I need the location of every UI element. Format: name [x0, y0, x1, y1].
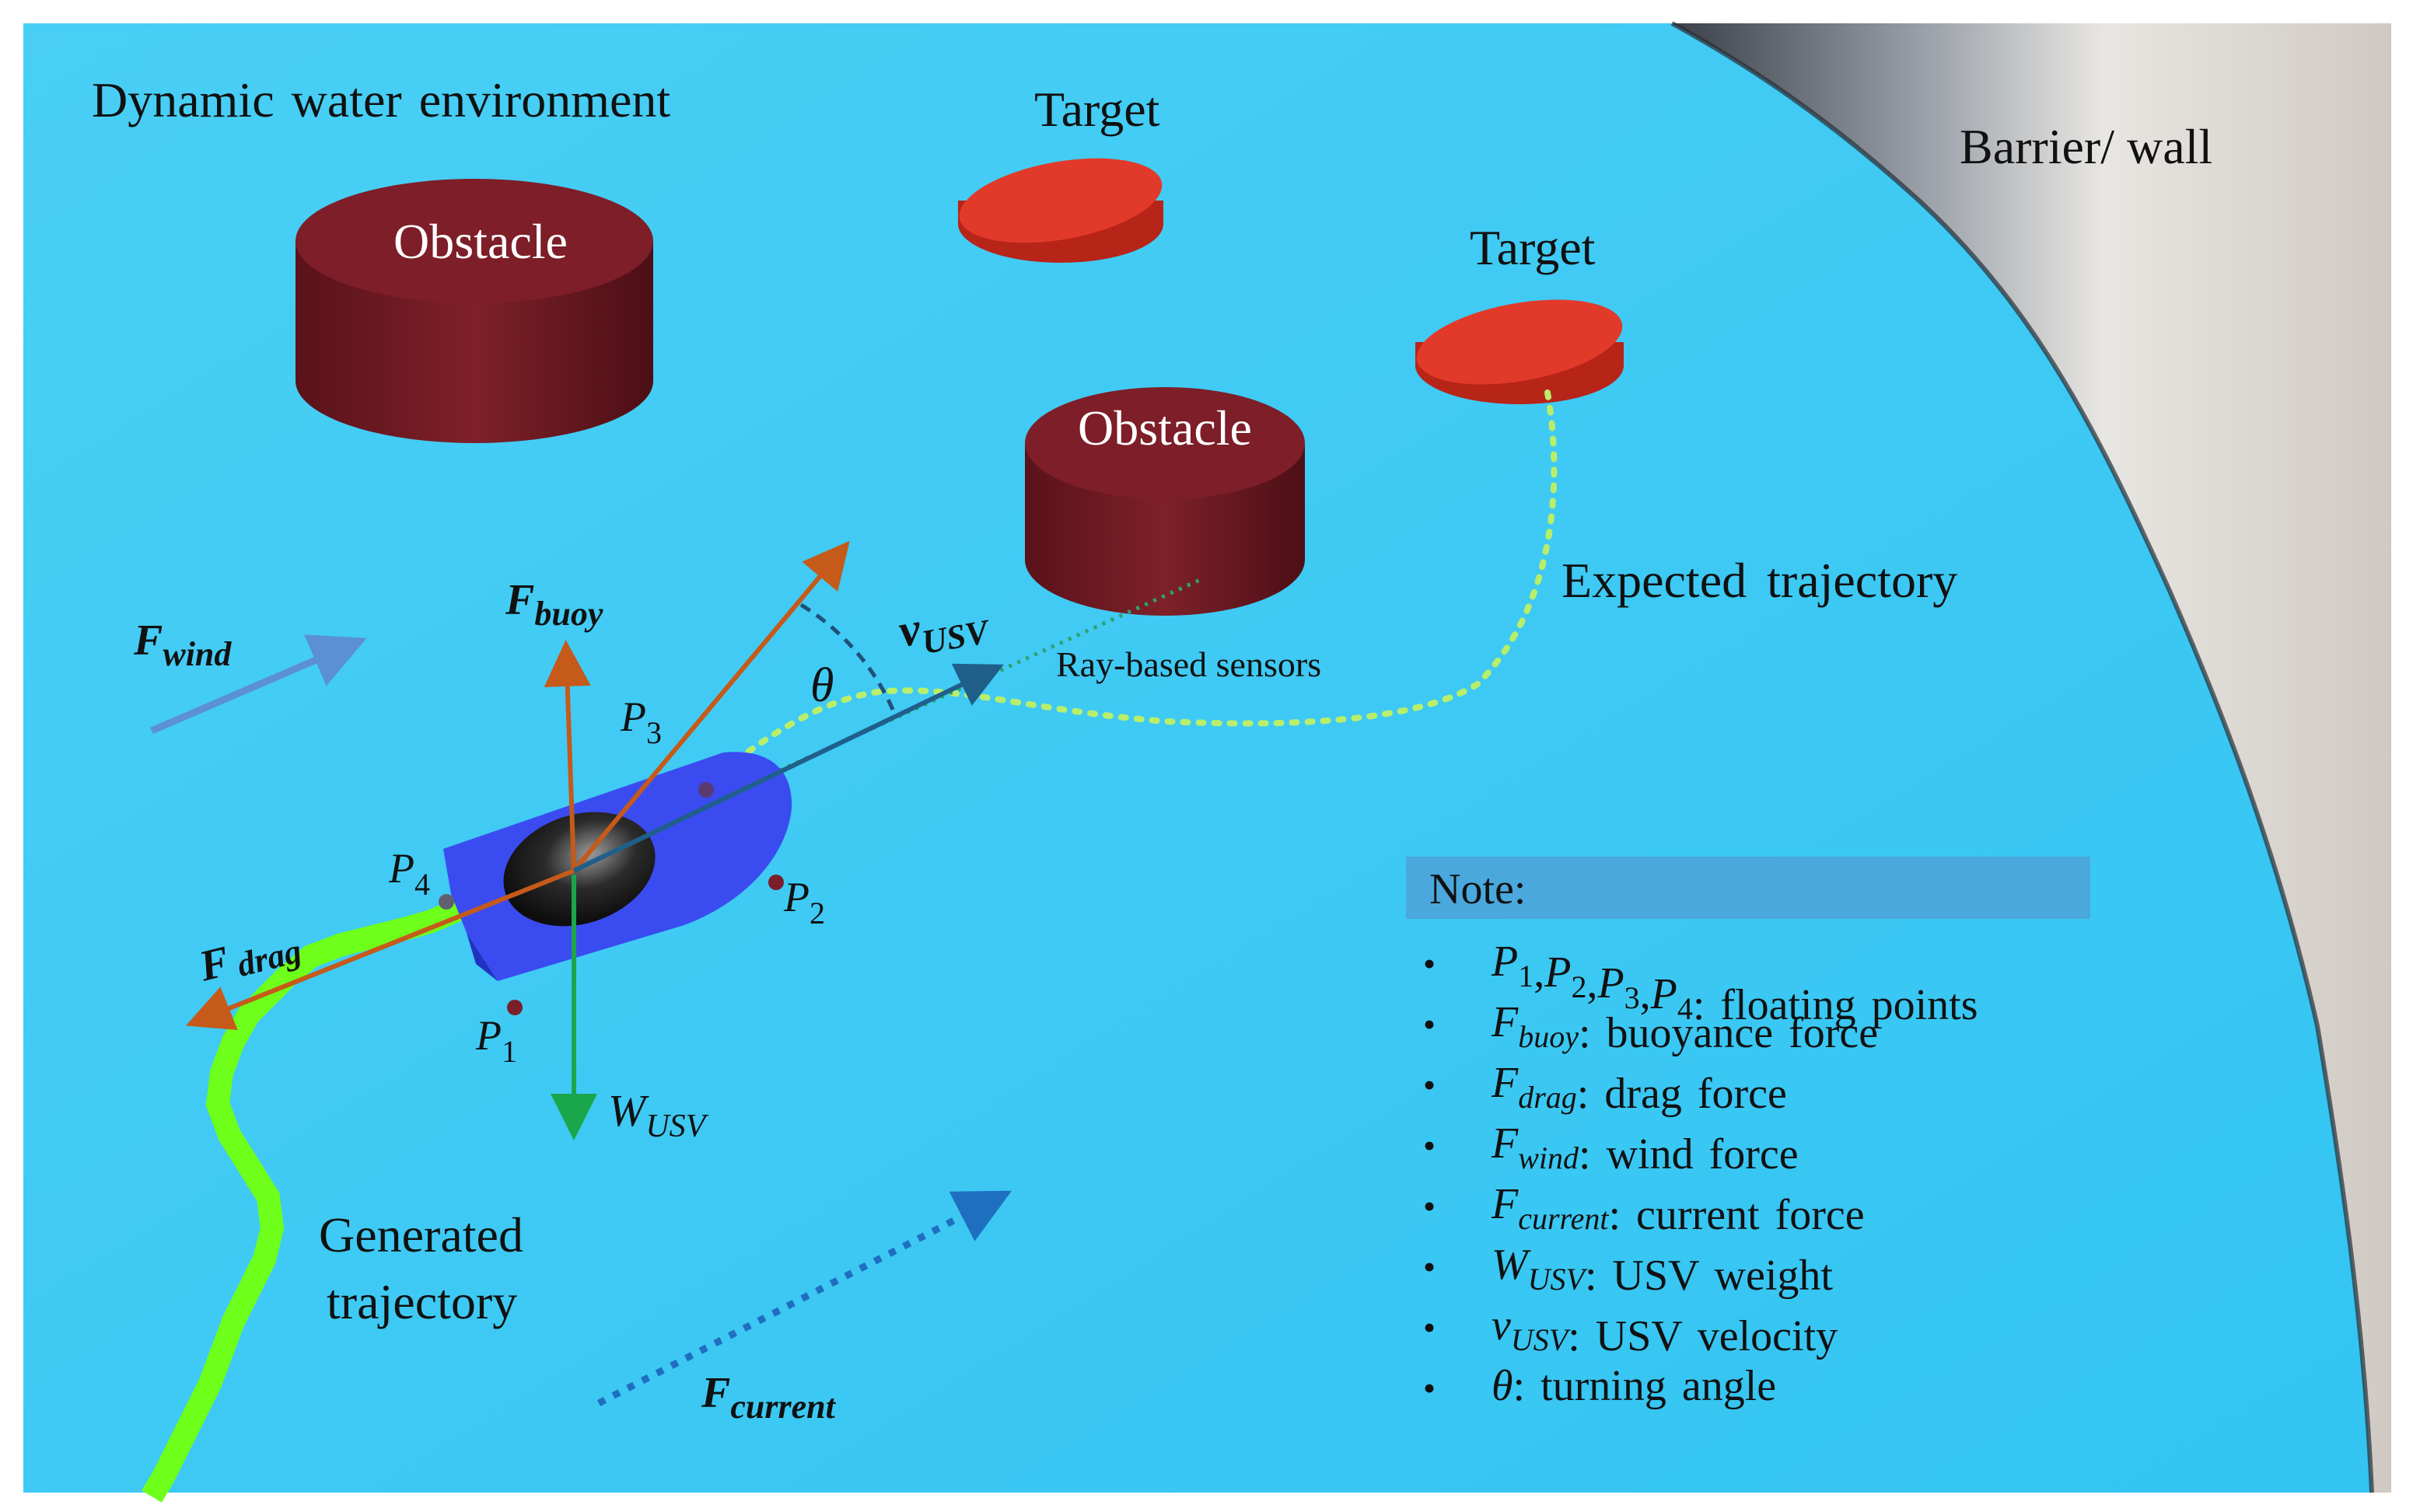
- floating-point-p4: [439, 894, 454, 910]
- barrier-wall-edge: [1670, 21, 2374, 1493]
- obstacle-1-label: Obstacle: [393, 214, 568, 269]
- wind-force-symbol: Fwind: [133, 616, 232, 673]
- generated-trajectory-label-line2: trajectory: [327, 1274, 517, 1329]
- heading-arrow: [572, 540, 850, 872]
- note-header: Note:: [1429, 865, 1526, 913]
- note-item-6: WUSV: USV weight: [1492, 1241, 1833, 1300]
- floating-point-p1: [507, 1000, 523, 1015]
- p1-label: P1: [475, 1012, 517, 1069]
- obstacle-1: Obstacle: [296, 179, 653, 443]
- turning-angle-arc: [799, 602, 898, 718]
- note-bullet: •: [1423, 1186, 1436, 1226]
- p3-label: P3: [620, 693, 662, 750]
- target-2-label: Target: [1470, 220, 1596, 275]
- floating-point-p3: [698, 782, 714, 798]
- expected-trajectory-path: [510, 389, 1558, 878]
- note-bullet: •: [1423, 1247, 1436, 1287]
- note-header-bar: [1406, 857, 2090, 919]
- velocity-arrow: [572, 663, 1004, 873]
- note-bullet: •: [1423, 1065, 1436, 1105]
- note-bullet: •: [1423, 1368, 1436, 1408]
- drag-arrow: [185, 868, 575, 1031]
- generated-trajectory-label-line1: Generated: [319, 1207, 523, 1262]
- note-panel: Note: • P1,P2,P3,P4: floating points • Fbuo…: [1406, 857, 2090, 1410]
- note-item-1: P1,P2,P3,P4: floating points: [1491, 938, 1978, 1029]
- obstacle-2-label: Obstacle: [1078, 400, 1252, 456]
- obstacle-2: Obstacle: [1025, 387, 1305, 616]
- note-bullet: •: [1423, 1004, 1436, 1044]
- note-item-7: vUSV: USV velocity: [1492, 1301, 1838, 1360]
- note-item-8: θ: turning angle: [1492, 1362, 1776, 1410]
- barrier-wall: [1672, 23, 2391, 1493]
- ray-sensors-label: Ray-based sensors: [1056, 644, 1321, 684]
- note-item-2: Fbuoy: buoyance force: [1491, 998, 1878, 1057]
- current-force-symbol: Fcurrent: [701, 1369, 837, 1426]
- theta-symbol: θ: [810, 659, 834, 712]
- note-list: • P1,P2,P3,P4: floating points • Fbuoy: buo…: [1423, 938, 1978, 1410]
- target-2: [1415, 299, 1624, 404]
- note-bullet: •: [1423, 1308, 1436, 1347]
- floating-point-p2: [768, 875, 784, 890]
- p2-label: P2: [783, 874, 825, 931]
- note-item-3: Fdrag: drag force: [1491, 1059, 1787, 1118]
- barrier-label: Barrier/ wall: [1960, 119, 2212, 174]
- expected-trajectory-label: Expected trajectory: [1561, 553, 1957, 608]
- generated-trajectory-path: [142, 864, 519, 1503]
- note-bullet: •: [1423, 1126, 1436, 1165]
- environment-label: Dynamic water environment: [92, 72, 670, 127]
- wind-arrow: [150, 634, 367, 735]
- note-item-4: Fwind: wind force: [1491, 1119, 1799, 1179]
- weight-symbol: WUSV: [608, 1085, 709, 1144]
- buoyancy-arrow: [544, 640, 591, 871]
- target-1: [958, 158, 1163, 263]
- p4-label: P4: [388, 845, 430, 902]
- target-1-label: Target: [1034, 82, 1160, 137]
- note-item-5: Fcurrent: current force: [1491, 1180, 1865, 1239]
- buoyancy-force-symbol: Fbuoy: [505, 576, 603, 633]
- note-bullet: •: [1423, 944, 1436, 983]
